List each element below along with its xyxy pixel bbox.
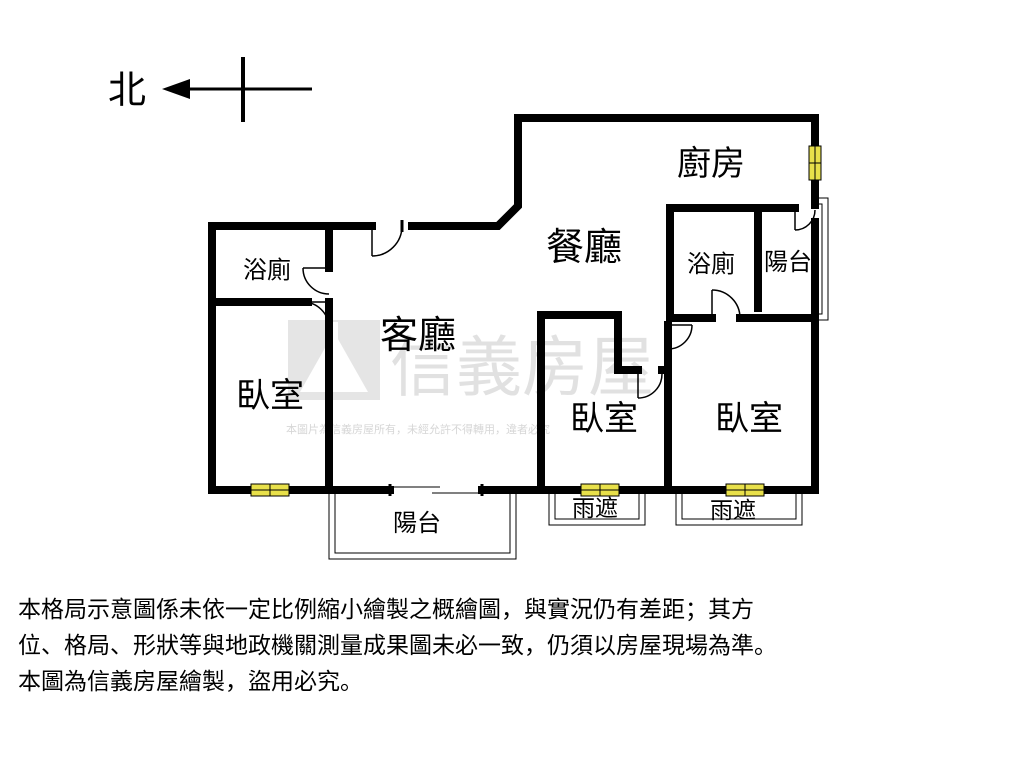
label-bedroom-left: 臥室 [236, 376, 304, 416]
floor-plan: 北 信義房屋 本圖片為信義房屋所有，未經允許不得轉用，違者必究 [108, 57, 829, 560]
disclaimer-line-2: 位、格局、形狀等與地政機關測量成果圖未必一致，仍須以房屋現場為準。 [18, 633, 777, 659]
label-bath-left: 浴廁 [243, 256, 291, 284]
disclaimer: 本格局示意圖係未依一定比例縮小繪製之概繪圖，與實況仍有差距；其方 位、格局、形狀… [18, 592, 1013, 700]
door-swings [302, 208, 816, 399]
compass: 北 [108, 57, 312, 122]
watermark: 信義房屋 本圖片為信義房屋所有，未經允許不得轉用，違者必究 [286, 320, 654, 436]
label-living: 客廳 [380, 313, 456, 357]
label-canopy-right: 雨遮 [710, 498, 756, 524]
label-balcony-right: 陽台 [764, 248, 812, 276]
disclaimer-line-1: 本格局示意圖係未依一定比例縮小繪製之概繪圖，與實況仍有差距；其方 [18, 597, 754, 623]
disclaimer-line-3: 本圖為信義房屋繪製，盜用必究。 [18, 669, 363, 695]
watermark-note: 本圖片為信義房屋所有，未經允許不得轉用，違者必究 [286, 422, 550, 436]
watermark-brand: 信義房屋 [390, 329, 654, 406]
walls [208, 114, 819, 494]
room-labels: 廚房 餐廳 客廳 浴廁 浴廁 陽台 陽台 臥室 臥室 臥室 雨遮 雨遮 [236, 144, 812, 537]
label-canopy-mid: 雨遮 [572, 496, 618, 522]
label-bath-right: 浴廁 [687, 250, 735, 278]
windows [250, 145, 822, 497]
label-dining: 餐廳 [546, 225, 622, 269]
label-bedroom-right: 臥室 [715, 399, 783, 439]
compass-arrow-head-icon [162, 79, 190, 99]
watermark-logo-icon [288, 320, 380, 400]
label-bedroom-mid: 臥室 [570, 399, 638, 439]
compass-north-label: 北 [108, 68, 146, 112]
label-balcony-bottom: 陽台 [393, 509, 441, 537]
sliding-door [388, 484, 484, 496]
label-kitchen: 廚房 [677, 144, 745, 184]
